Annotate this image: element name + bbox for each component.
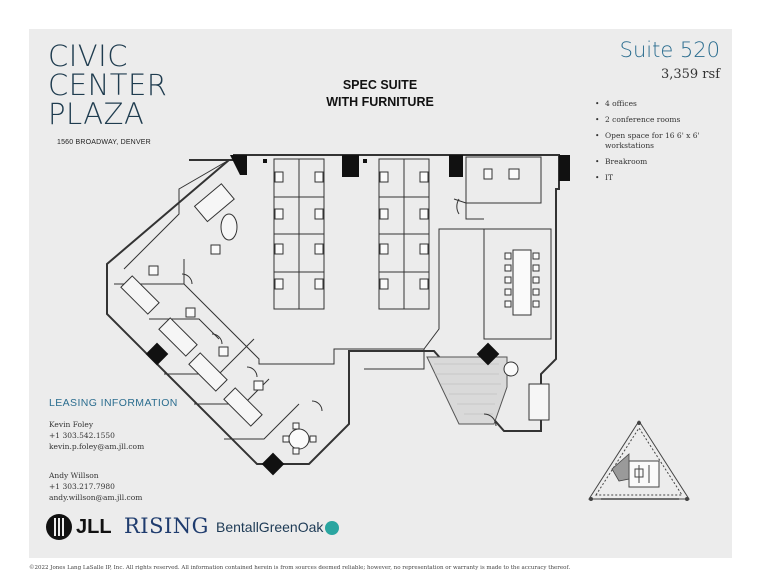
contact-email[interactable]: kevin.p.foley@am.jll.com — [49, 442, 145, 451]
rising-logo: RISING — [124, 514, 209, 538]
floorplan-sheet: CIVIC CENTER PLAZA 1560 BROADWAY, DENVER… — [29, 29, 732, 558]
legal-footer: ©2022 Jones Lang LaSalle IP, Inc. All ri… — [29, 565, 571, 571]
building-title: CIVIC CENTER PLAZA — [48, 42, 167, 129]
jll-logo: JLL — [46, 514, 116, 540]
suite-highlight — [611, 453, 630, 482]
bentall-wordmark: BentallGreenOak — [216, 519, 324, 535]
contact-andy: Andy Willson +1 303.217.7980 andy.willso… — [49, 470, 142, 503]
bgo-badge-icon — [325, 521, 340, 536]
building-key-map — [588, 420, 690, 501]
feature-item: IT — [595, 173, 725, 183]
bentallgreenoak-logo: BentallGreenOak — [216, 519, 340, 536]
title-line-1: CIVIC — [48, 39, 128, 73]
jll-wordmark: JLL — [76, 516, 112, 538]
floor-plan — [106, 154, 570, 476]
title-line-3: PLAZA — [48, 97, 145, 131]
feature-item: Open space for 16 6' x 6' workstations — [595, 131, 725, 151]
feature-item: 4 offices — [595, 99, 725, 109]
feature-item: 2 conference rooms — [595, 115, 725, 125]
suite-name: Suite 520 — [619, 38, 720, 62]
title-line-2: CENTER — [48, 68, 168, 102]
jll-mark-icon — [46, 514, 72, 540]
building-address: 1560 BROADWAY, DENVER — [57, 139, 151, 146]
plan-label-line-2: WITH FURNITURE — [326, 95, 434, 109]
suite-area: 3,359 rsf — [660, 67, 720, 82]
leasing-heading: LEASING INFORMATION — [49, 397, 178, 409]
feature-item: Breakroom — [595, 157, 725, 167]
contact-name: Kevin Foley — [49, 420, 94, 429]
contact-name: Andy Willson — [49, 471, 99, 480]
suite-features: 4 offices 2 conference rooms Open space … — [595, 99, 725, 189]
contact-kevin: Kevin Foley +1 303.542.1550 kevin.p.fole… — [49, 419, 144, 452]
contact-email[interactable]: andy.willson@am.jll.com — [49, 493, 143, 502]
contact-phone: +1 303.542.1550 — [49, 431, 115, 440]
plan-label: SPEC SUITE WITH FURNITURE — [310, 77, 450, 111]
plan-label-line-1: SPEC SUITE — [342, 78, 418, 92]
contact-phone: +1 303.217.7980 — [49, 482, 115, 491]
